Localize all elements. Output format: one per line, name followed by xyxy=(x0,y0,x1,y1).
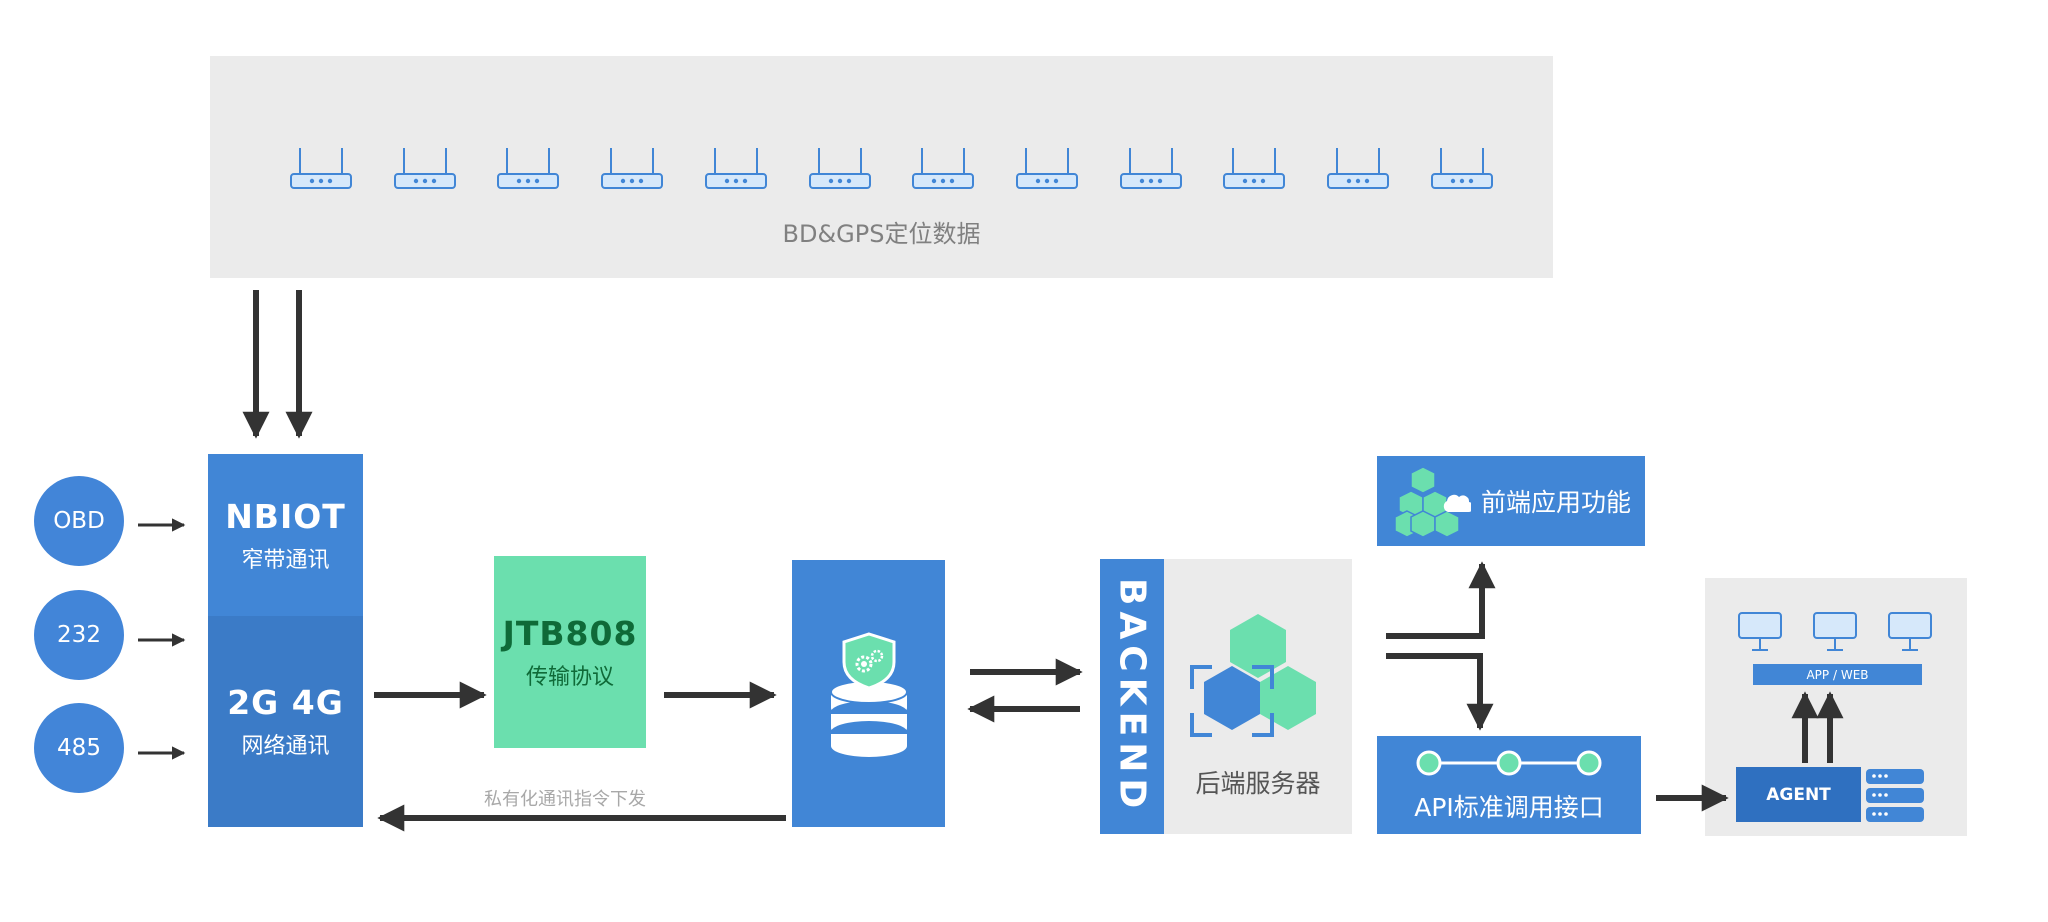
backend-vertical-label: BACKEND xyxy=(1111,578,1153,815)
network-subtitle: 网络通讯 xyxy=(241,734,330,759)
server-unit xyxy=(1866,807,1924,822)
api-block xyxy=(1377,736,1641,834)
sensor-obd-label: OBD xyxy=(53,508,105,534)
gps-data-label: BD&GPS定位数据 xyxy=(782,220,981,248)
server-stack-dots xyxy=(1872,774,1888,816)
backend-server-block xyxy=(1164,559,1352,834)
router-icon xyxy=(1016,148,1078,189)
protocol-block: JTB808 传输协议 xyxy=(494,556,646,748)
router-icon xyxy=(1431,148,1493,189)
router-icon xyxy=(497,148,559,189)
router-icon xyxy=(394,148,456,189)
hexagon-cluster-icon xyxy=(1190,614,1316,737)
gps-data-panel xyxy=(210,56,1553,278)
backend-to-frontend-arrow xyxy=(1386,561,1496,639)
server-unit xyxy=(1866,769,1924,784)
nbiot-title: NBIOT xyxy=(225,496,346,536)
api-label: API标准调用接口 xyxy=(1414,793,1604,822)
router-icon xyxy=(705,148,767,189)
router-icon xyxy=(1223,148,1285,189)
sensor-485-label: 485 xyxy=(57,735,101,761)
router-icon xyxy=(1327,148,1389,189)
sensor-232-label: 232 xyxy=(57,622,101,648)
backend-server-label: 后端服务器 xyxy=(1195,769,1321,798)
monitors-icon xyxy=(1738,612,1932,651)
frontend-label: 前端应用功能 xyxy=(1480,488,1631,517)
server-unit xyxy=(1866,788,1924,803)
router-icon xyxy=(290,148,352,189)
private-channel-label: 私有化通讯指令下发 xyxy=(484,789,646,810)
app-web-bar: APP / WEB xyxy=(1753,664,1922,685)
protocol-subtitle: 传输协议 xyxy=(525,664,614,690)
agent-label: AGENT xyxy=(1766,784,1831,805)
cubes-cloud-icon xyxy=(1394,466,1471,537)
app-web-label: APP / WEB xyxy=(1806,667,1869,682)
router-icon xyxy=(809,148,871,189)
router-icon xyxy=(601,148,663,189)
protocol-title: JTB808 xyxy=(502,613,638,653)
sensor-obd: OBD xyxy=(34,476,124,566)
sensor-485: 485 xyxy=(34,703,124,793)
network-block: 2G 4G 网络通讯 xyxy=(208,616,363,827)
router-icon xyxy=(912,148,974,189)
network-title: 2G 4G xyxy=(227,683,344,722)
router-icon xyxy=(1120,148,1182,189)
nbiot-block: NBIOT 窄带通讯 xyxy=(208,454,363,616)
backend-to-api-arrow xyxy=(1386,653,1494,731)
nbiot-subtitle: 窄带通讯 xyxy=(241,547,330,573)
database-block xyxy=(792,560,945,827)
database-gear-icon xyxy=(829,631,908,757)
sensor-232: 232 xyxy=(34,590,124,680)
frontend-block: 前端应用功能 xyxy=(1377,456,1645,546)
backend-strip: BACKEND xyxy=(1100,559,1164,834)
api-node-chain-icon xyxy=(1416,750,1602,776)
agent-box: AGENT xyxy=(1736,767,1861,822)
